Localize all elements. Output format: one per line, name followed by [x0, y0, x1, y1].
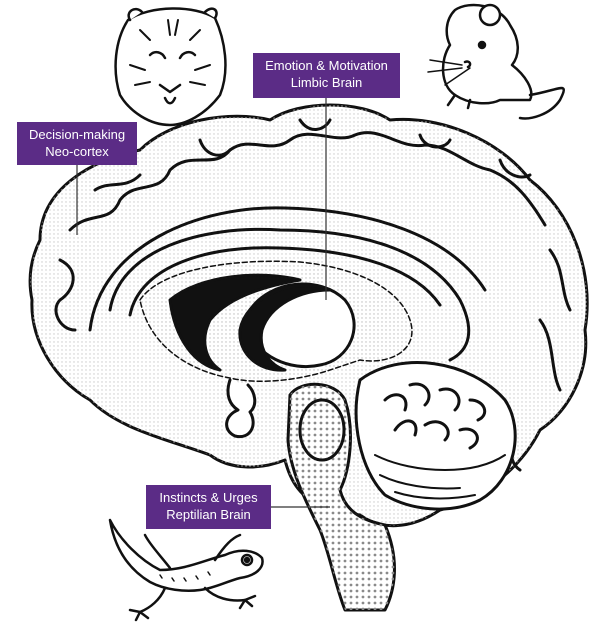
limbic-label-line1: Emotion & Motivation — [265, 58, 388, 73]
mouse-icon — [427, 3, 565, 120]
reptilian-label-line1: Instincts & Urges — [159, 490, 258, 505]
neocortex-label-line2: Neo-cortex — [45, 144, 109, 159]
neocortex-label-line1: Decision-making — [28, 127, 126, 142]
tiger-icon — [114, 7, 227, 127]
reptilian-brain-label: Instincts & Urges Reptilian Brain — [146, 485, 271, 529]
reptilian-label-line2: Reptilian Brain — [166, 507, 251, 522]
limbic-brain-label: Emotion & Motivation Limbic Brain — [253, 53, 400, 98]
lizard-icon — [108, 518, 264, 622]
connector-lines — [76, 98, 330, 508]
neocortex-label: Decision-making Neo-cortex — [17, 122, 137, 165]
limbic-label-line2: Limbic Brain — [290, 75, 363, 90]
brain-illustration — [28, 103, 589, 612]
